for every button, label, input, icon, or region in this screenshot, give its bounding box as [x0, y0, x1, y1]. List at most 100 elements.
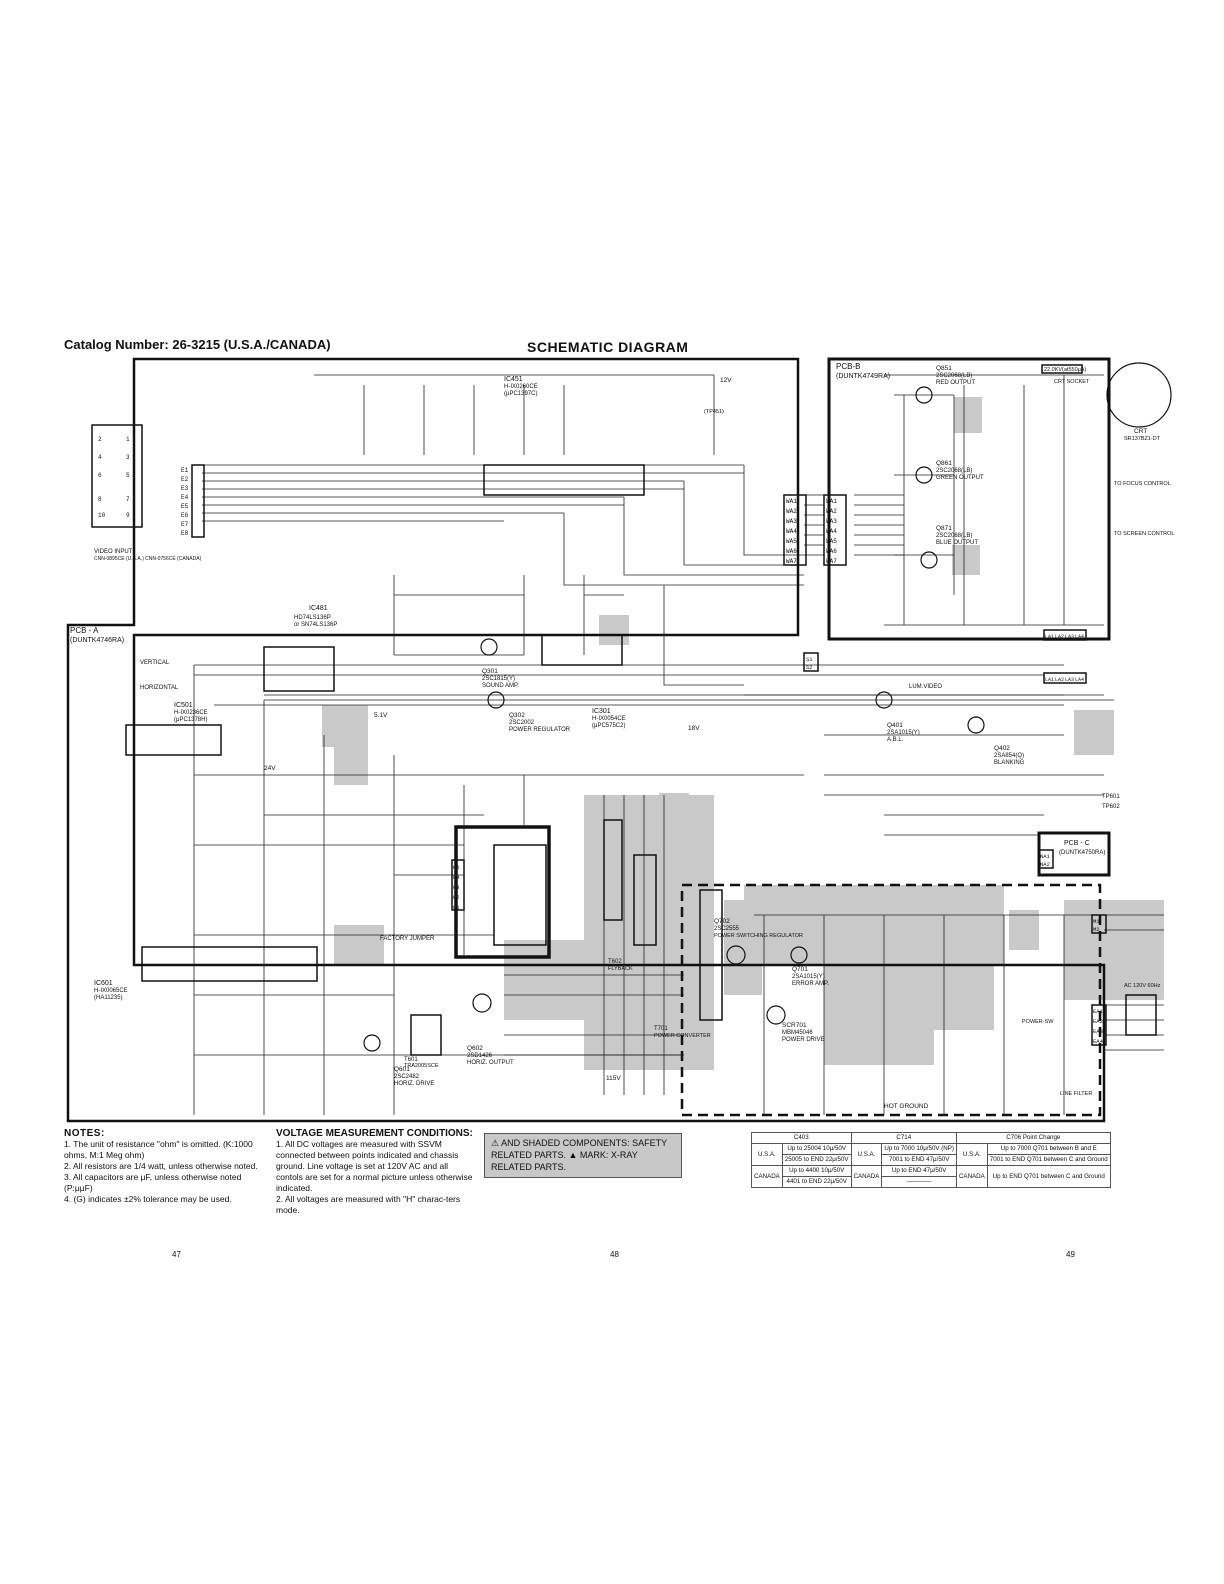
table-cell: 4401 to END 22μ/50V	[781, 1176, 852, 1188]
table-cell: 25005 to END 22μ/50V	[781, 1154, 852, 1166]
q301-fn: SOUND AMP.	[482, 683, 519, 689]
pin-la2-bottom: LA2	[1055, 677, 1064, 683]
pin-wa6-b: WA6	[826, 548, 837, 555]
pin-e1: E1	[181, 467, 189, 474]
page-number: 49	[1066, 1250, 1075, 1259]
table-cell: U.S.A.	[850, 1143, 883, 1166]
ic451-part: H-IX0260CE	[504, 384, 538, 390]
pin-k5: K5	[453, 864, 460, 871]
diagram-title: SCHEMATIC DIAGRAM	[527, 339, 689, 355]
voltage-condition-item: 2. All voltages are measured with "H" ch…	[276, 1194, 461, 1215]
pin-v1: 1	[126, 436, 130, 443]
pin-wa7-b: WA7	[826, 558, 837, 565]
note-item: 1. The unit of resistance "ohm" is omitt…	[64, 1139, 253, 1160]
pcb-a-outline	[66, 357, 1106, 1123]
factory-jumper-label: FACTORY JUMPER	[380, 936, 435, 942]
q602-label: Q602	[467, 1045, 483, 1052]
pin-ea2: EA2	[1093, 1018, 1103, 1025]
pin-v7: 7	[126, 496, 130, 503]
flyback-box	[454, 825, 551, 959]
ic451-label: IC451	[504, 376, 523, 383]
hot-ground-label: HOT GROUND	[884, 1103, 929, 1110]
t601-part: TRA2005SCE	[404, 1063, 439, 1069]
table-cell: CANADA	[850, 1165, 883, 1188]
pin-v5: 5	[126, 472, 130, 479]
pin-la3-top: LA3	[1065, 634, 1074, 640]
table-cell: ————	[881, 1176, 957, 1188]
ic301-alt: (μPC575C2)	[592, 723, 625, 729]
q851-fn: RED OUTPUT	[936, 380, 975, 386]
scr701-label: SCR701	[782, 1022, 807, 1029]
q701-label: Q701	[792, 966, 808, 973]
table-cell: Up to 7000 Q701 between B and E	[986, 1143, 1111, 1155]
connector-ea	[1091, 1004, 1107, 1046]
lum-video-label: LUM.VIDEO	[909, 684, 942, 690]
q861-part: 2SC2068(LB)	[936, 468, 972, 474]
q871-symbol	[920, 551, 938, 569]
pin-s1: S1	[806, 656, 813, 663]
v18-label: 18V	[688, 725, 700, 732]
q861-label: Q861	[936, 460, 952, 467]
table-cell: 7001 to END 47μ/50V	[881, 1154, 957, 1166]
ic481-alt: or SN74LS136P	[294, 622, 337, 628]
note-item: 4. (G) indicates ±2% tolerance may be us…	[64, 1194, 232, 1204]
pin-m1: M1	[1093, 918, 1100, 925]
catalog-number: Catalog Number: 26-3215 (U.S.A./CANADA)	[64, 337, 331, 352]
connector-m	[1091, 914, 1107, 934]
pin-ea1: EA1	[1093, 1008, 1104, 1015]
q301-symbol	[480, 638, 498, 656]
q851-part: 2SC2068(LB)	[936, 373, 972, 379]
q602-fn: HORIZ. OUTPUT	[467, 1060, 514, 1066]
scr701-fn: POWER DRIVE	[782, 1037, 825, 1043]
ic301-label: IC301	[592, 708, 611, 715]
pin-wa7-a: WA7	[786, 558, 797, 565]
q701-fn: ERROR AMP.	[792, 981, 829, 987]
hv-label: 22.0KV(at550μA)	[1044, 367, 1086, 373]
q301-part: 2SC1815(Y)	[482, 676, 515, 682]
flyback-transformer	[493, 844, 547, 946]
ic601-alt: (HA11235)	[94, 995, 123, 1001]
table-row: 4401 to END 22μ/50V ————	[752, 1176, 1111, 1188]
pin-k1: K1	[453, 904, 460, 911]
q601-symbol	[363, 1034, 381, 1052]
q601-part: 2SC2482	[394, 1074, 420, 1080]
tp451-label: (TP451)	[704, 409, 724, 415]
capacitor-change-table: C403 C714 C706 Point Change U.S.A. Up to…	[751, 1132, 1111, 1188]
wiring	[193, 374, 1164, 1115]
pin-wa1-a: WA1	[786, 498, 797, 505]
tp601-label: TP601	[1102, 794, 1120, 800]
line-filter-label: LINE FILTER	[1060, 1091, 1092, 1097]
video-input-parts: CNN-0895CE (U.S.A.) CNN-0756CE (CANADA)	[94, 556, 202, 562]
ac-plug-label: AC 120V 60Hz	[1124, 983, 1161, 989]
ic301-part: H-IX0054CE	[592, 716, 626, 722]
connector-wa-b	[823, 494, 847, 566]
pin-v8: 8	[98, 496, 102, 503]
component-boxes	[91, 364, 1157, 1056]
q302-fn: POWER REGULATOR	[509, 727, 571, 733]
tp-screen-label: TO SCREEN CONTROL	[1114, 531, 1174, 537]
q302-label: Q302	[509, 712, 525, 719]
ic481-part: HD74LS136P	[294, 615, 331, 621]
connector-e	[191, 464, 205, 538]
t602-label: T602	[608, 959, 622, 965]
q602-symbol	[472, 993, 492, 1013]
t602-fn: FLYBACK	[608, 966, 633, 972]
q851-label: Q851	[936, 365, 952, 372]
table-row: U.S.A. Up to 25004 10μ/50V U.S.A. Up to …	[751, 1143, 1111, 1166]
pin-v4: 4	[98, 454, 102, 461]
v24-label: 24V	[264, 765, 276, 772]
q302-part: 2SC2002	[509, 720, 535, 726]
pcb-a-label: PCB - A	[70, 626, 99, 635]
q401-part: 2SA1015(Y)	[887, 730, 920, 736]
ic451-alt: (μPC1397C)	[504, 391, 537, 397]
voltage-conditions-section: VOLTAGE MEASUREMENT CONDITIONS: 1. All D…	[276, 1128, 474, 1216]
vertical-label: VERTICAL	[140, 660, 170, 666]
power-sw-label: POWER-SW	[1022, 1019, 1054, 1025]
table-cell: Up to END Q701 between C and Ground	[986, 1165, 1111, 1188]
pin-la2-top: LA2	[1055, 634, 1064, 640]
q402-symbol	[967, 716, 985, 734]
t601-transformer	[410, 1014, 442, 1056]
table-header: C403	[751, 1132, 852, 1144]
table-cell: U.S.A.	[751, 1143, 783, 1166]
pin-e4: E4	[181, 494, 189, 501]
